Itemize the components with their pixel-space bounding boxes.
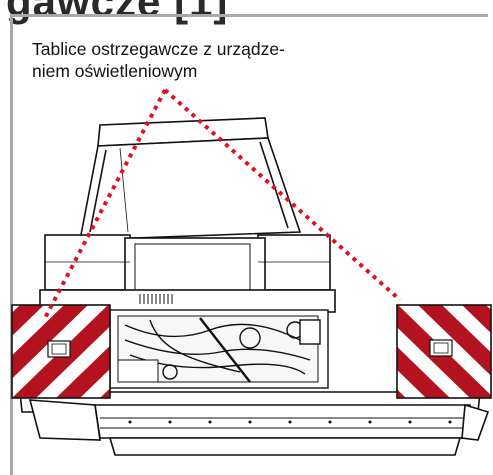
- figure-caption: Tablice ostrzegawcze z urządze- niem ośw…: [32, 38, 392, 82]
- indicator-lines: [43, 88, 402, 319]
- indicator-line-left: [43, 89, 167, 319]
- caption-line-2: niem oświetleniowym: [32, 61, 198, 81]
- engine-housing: [39, 234, 336, 313]
- warning-plate-right: [396, 304, 492, 399]
- cutter-bar: [19, 391, 490, 456]
- rear-mechanics: [109, 309, 329, 389]
- section-heading: gawcze [1]: [6, 0, 229, 25]
- caption-line-1: Tablice ostrzegawcze z urządze-: [32, 39, 285, 59]
- indicator-line-right: [163, 88, 402, 302]
- figure-frame: [10, 14, 488, 475]
- warning-plate-left: [11, 304, 111, 399]
